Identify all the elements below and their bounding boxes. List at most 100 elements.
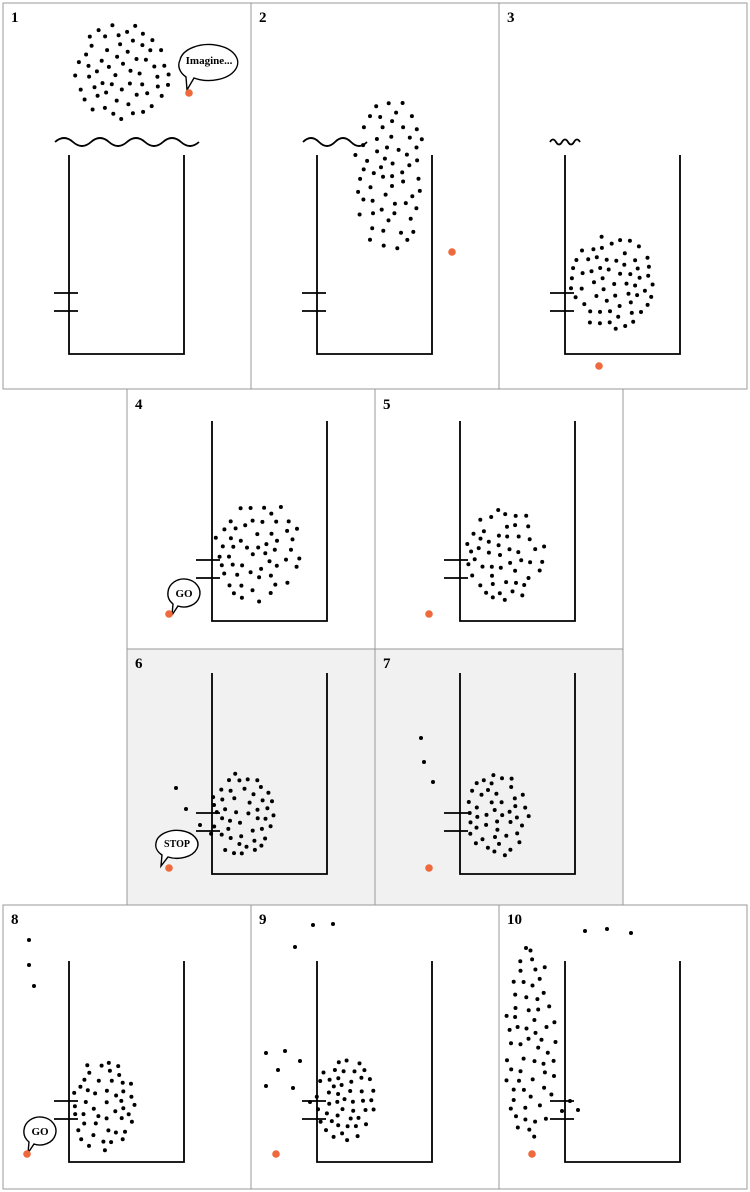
panel-2-door	[302, 292, 326, 312]
particle	[145, 91, 150, 96]
particle	[543, 1116, 548, 1121]
particle	[237, 842, 242, 846]
particle	[374, 104, 379, 109]
escaped-particle	[27, 963, 31, 967]
particle	[159, 93, 164, 98]
particle	[591, 247, 596, 252]
particle	[392, 201, 397, 206]
particle	[212, 824, 217, 829]
particle	[471, 531, 476, 536]
particle	[609, 241, 614, 246]
particle	[481, 778, 486, 783]
escaped-particle	[283, 1049, 287, 1053]
particle	[140, 31, 145, 36]
particle	[622, 251, 627, 256]
panel-9-frame	[250, 904, 500, 1190]
particle	[129, 1119, 134, 1124]
particle	[474, 781, 479, 786]
particle	[468, 831, 473, 836]
particle	[545, 1050, 550, 1055]
particle	[209, 831, 214, 836]
particle	[268, 824, 273, 829]
particle	[332, 1068, 337, 1072]
particle	[232, 851, 236, 856]
particle	[380, 125, 385, 130]
particle	[379, 207, 384, 212]
particle	[542, 544, 547, 549]
panel-9-observer-dot	[272, 1150, 280, 1158]
particle	[246, 811, 251, 816]
particle	[371, 211, 375, 216]
particle	[542, 1085, 547, 1090]
particle	[404, 152, 409, 157]
particle	[222, 527, 227, 532]
particle	[495, 819, 500, 824]
particle	[357, 1061, 362, 1066]
panel-1-observer-dot	[185, 89, 193, 97]
particle	[392, 211, 397, 216]
panel-3-number: 3	[507, 10, 515, 26]
panel-10-number: 10	[507, 912, 522, 928]
particle	[646, 264, 651, 269]
particle	[113, 1130, 118, 1135]
panel-3-wavy-lid	[549, 138, 581, 146]
particle	[356, 189, 361, 194]
particle	[244, 844, 249, 849]
particle	[394, 110, 399, 115]
particle	[624, 281, 629, 286]
escaped-particle	[264, 1084, 268, 1088]
particle	[598, 266, 603, 270]
particle	[474, 805, 479, 810]
particle	[266, 790, 271, 795]
particle	[223, 848, 228, 852]
particle	[260, 519, 265, 524]
particle	[248, 570, 253, 575]
particle	[348, 1089, 353, 1093]
particle	[509, 1041, 513, 1046]
particle	[485, 845, 490, 850]
escaped-particle	[264, 1051, 268, 1055]
particle	[143, 57, 148, 62]
panel-6-number: 6	[135, 656, 143, 672]
particle	[517, 840, 522, 845]
particle	[469, 549, 474, 554]
particle	[259, 566, 264, 571]
particle	[128, 68, 133, 73]
particle	[502, 597, 507, 602]
particle	[526, 1008, 531, 1013]
particle	[326, 1090, 331, 1095]
particle	[361, 125, 366, 130]
particle	[399, 230, 403, 235]
escaped-particle	[524, 946, 528, 950]
particle	[580, 248, 584, 253]
particle	[93, 1121, 98, 1126]
particle	[219, 563, 224, 568]
particle	[349, 1079, 354, 1084]
panel-3-particles	[569, 234, 655, 331]
particle	[274, 563, 279, 568]
particle	[497, 591, 502, 596]
particle	[527, 1127, 532, 1132]
panel-5-number: 5	[383, 397, 391, 413]
particle	[96, 1078, 101, 1083]
particle	[73, 1112, 78, 1117]
particle	[318, 1079, 323, 1083]
particle	[382, 156, 387, 161]
particle	[552, 1020, 557, 1025]
particle	[491, 773, 496, 778]
panel-3-observer-dot	[595, 362, 603, 370]
particle	[549, 1092, 554, 1097]
particle	[321, 1070, 326, 1075]
particle	[496, 533, 501, 538]
particle	[250, 828, 255, 833]
particle	[86, 63, 91, 68]
particle	[257, 599, 262, 604]
panel-10-frame	[498, 904, 748, 1190]
particle	[99, 58, 104, 63]
particle	[470, 788, 475, 793]
particle	[537, 976, 542, 981]
particle	[345, 1124, 350, 1129]
particle	[633, 258, 638, 263]
particle	[466, 800, 471, 804]
particle	[553, 1040, 558, 1044]
